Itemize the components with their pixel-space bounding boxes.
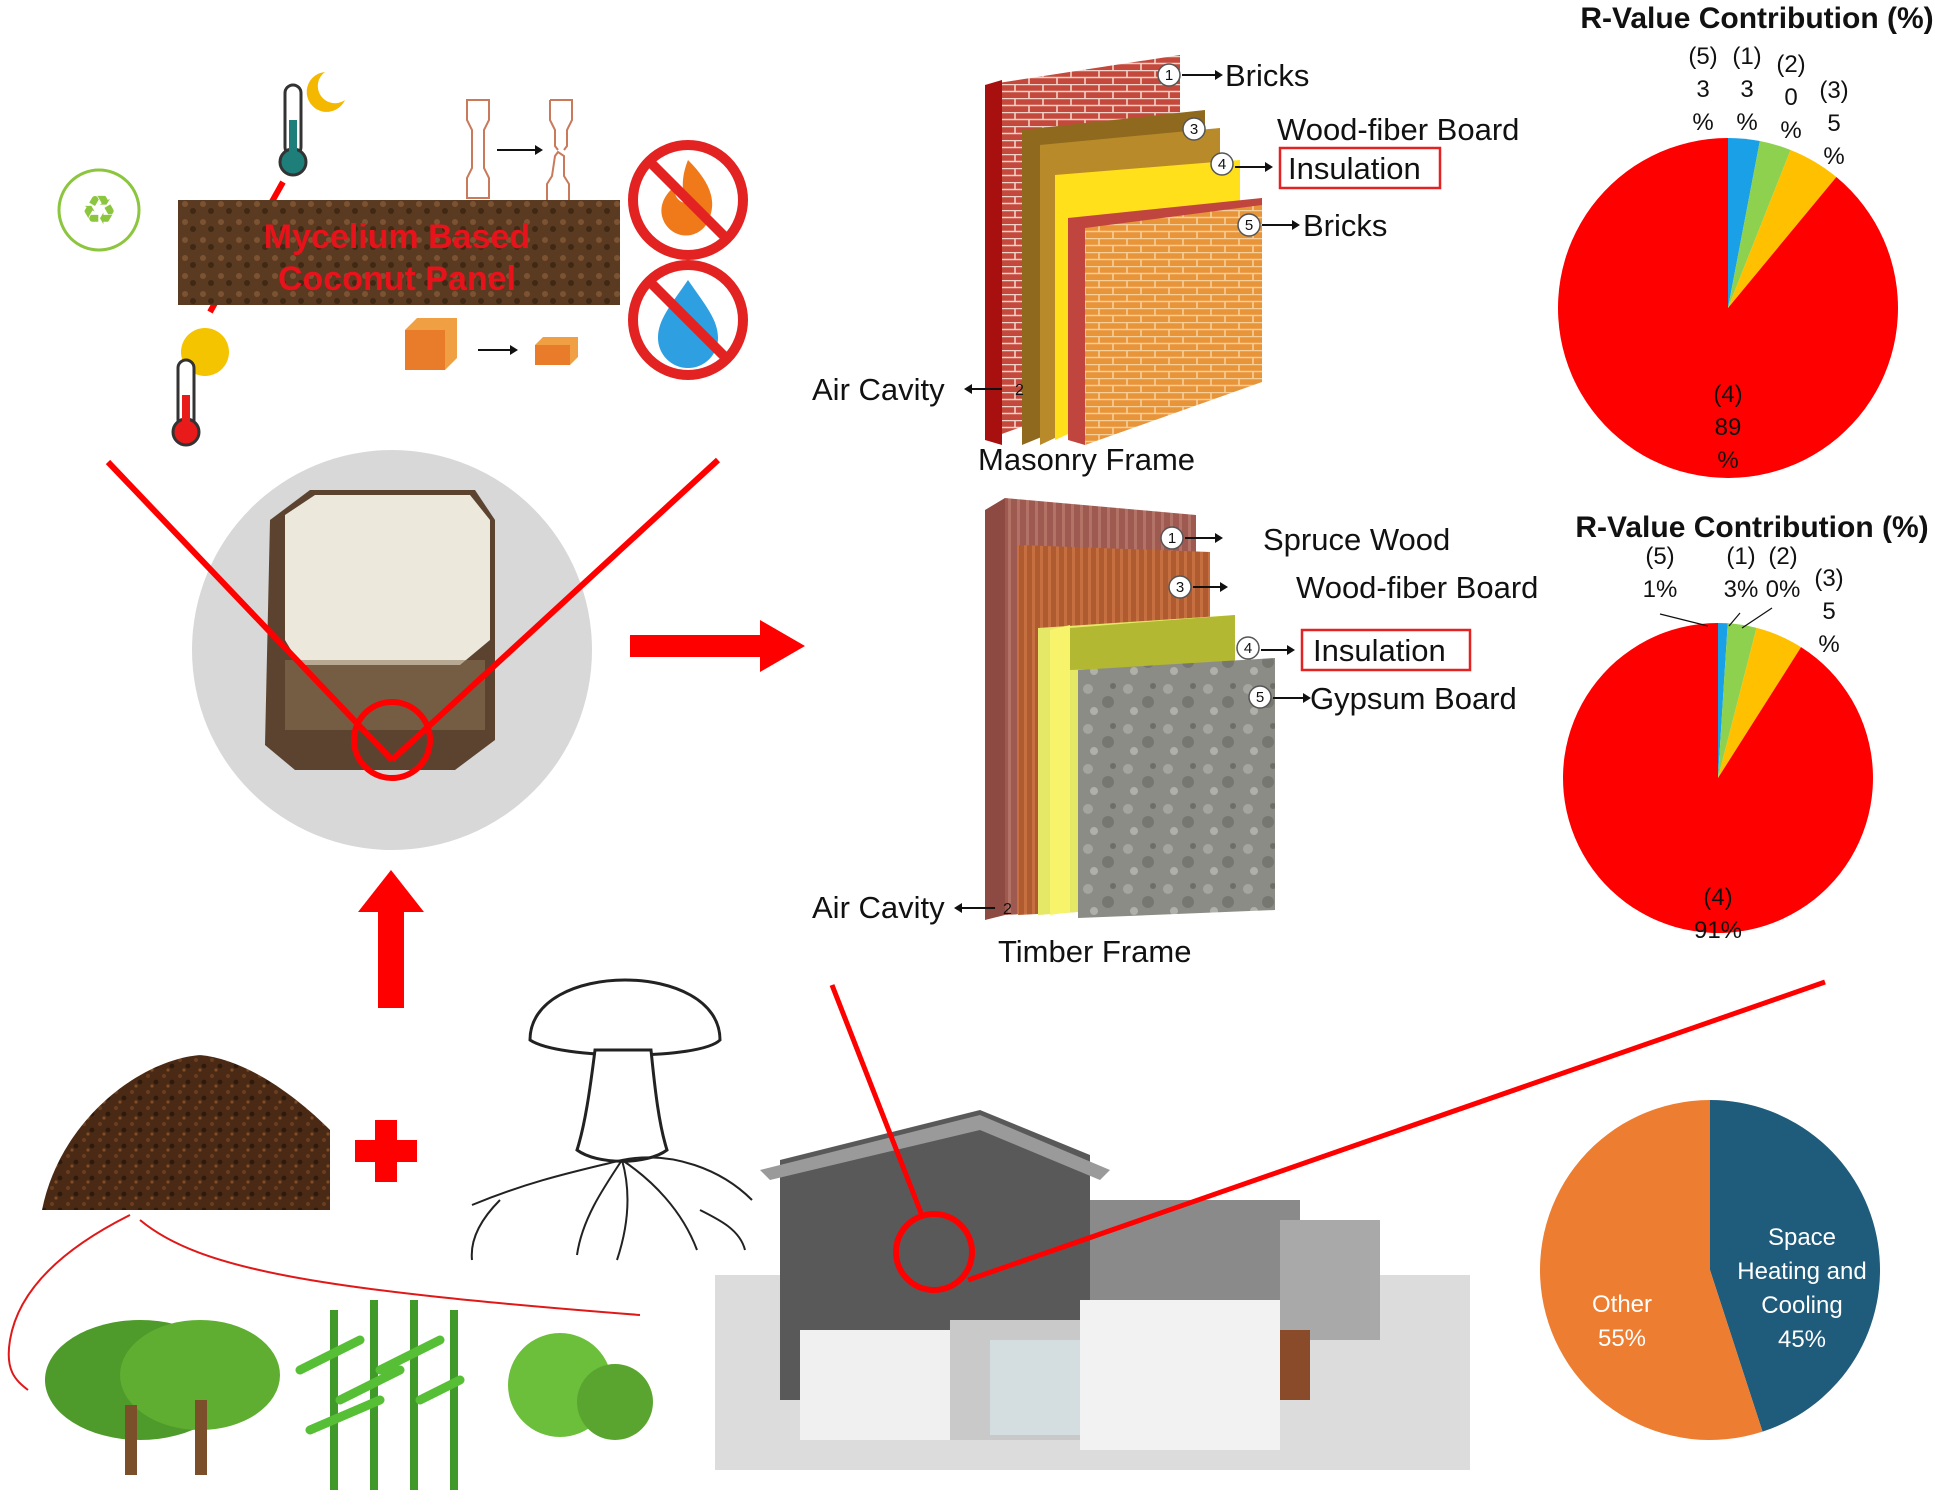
pie-label: (5)1% (1643, 543, 1678, 603)
mycelium-sample-photo (192, 450, 592, 850)
plus-icon (355, 1120, 417, 1182)
panel-title-line2: Coconut Panel (278, 260, 516, 298)
pie-slice (1710, 1100, 1880, 1432)
v-line-right (389, 457, 721, 763)
masonry-label-bricks-inner: Bricks (1303, 208, 1387, 243)
svg-text:1: 1 (1168, 530, 1176, 547)
pie-label: (4)91% (1694, 884, 1742, 944)
coconut-icon (508, 1333, 653, 1440)
pie-slice (1718, 623, 1757, 778)
timber-layer-1-callout: 1 Spruce Wood (1160, 522, 1450, 557)
masonry-wall-section (985, 55, 1262, 445)
timber-layer-5-callout: 5 Gypsum Board (1248, 681, 1517, 716)
pie-chart-masonry: R-Value Contribution (%) (4)89% (5)3% (1)3… (1557, 2, 1934, 478)
timber-wall-section (985, 498, 1275, 920)
masonry-label-wood-fiber: Wood-fiber Board (1277, 112, 1519, 147)
svg-text:1: 1 (1165, 67, 1173, 84)
svg-text:4: 4 (1218, 156, 1226, 173)
chart-title: R-Value Contribution (%) (1580, 2, 1933, 35)
timber-label-gypsum: Gypsum Board (1310, 681, 1517, 716)
masonry-label-insulation: Insulation (1288, 151, 1421, 186)
pie-slice (1539, 1100, 1763, 1440)
no-water-icon (628, 260, 748, 380)
day-thermometer-icon (171, 328, 229, 447)
timber-layer-4-callout: 4 Insulation (1236, 628, 1472, 672)
house-zoom-circle (893, 1211, 975, 1293)
pie-label: (4)89% (1713, 381, 1742, 474)
masonry-layer-2-callout: Air Cavity 2 (812, 372, 1024, 407)
pie-label: (1)3% (1724, 543, 1759, 603)
night-thermometer-icon (278, 72, 345, 177)
corn-icon (295, 1300, 465, 1490)
timber-label-air-cavity: Air Cavity (812, 890, 945, 925)
v-line-left (105, 459, 395, 763)
masonry-layer-4-callout: 4 Insulation (1210, 146, 1442, 190)
timber-label-wood-fiber: Wood-fiber Board (1296, 570, 1538, 605)
masonry-frame-title: Masonry Frame (978, 442, 1195, 477)
svg-text:3: 3 (1190, 121, 1198, 138)
pie-label: (2)0% (1766, 543, 1801, 603)
trees-icon (45, 1320, 280, 1475)
svg-text:5: 5 (1245, 217, 1253, 234)
leader-line (1741, 607, 1773, 629)
coir-pile-icon (42, 1055, 330, 1210)
pie-slice (1728, 138, 1760, 308)
timber-frame-title: Timber Frame (998, 934, 1191, 969)
source-line-right (139, 1219, 641, 1316)
pie-slice (1557, 138, 1898, 478)
pie-chart-timber: R-Value Contribution (%) (4)91% (5)1% (1)3… (1562, 511, 1929, 944)
svg-text:2: 2 (1015, 382, 1024, 399)
zoom-circle (351, 699, 433, 781)
pie-label: (2)0% (1776, 51, 1805, 144)
pie-slice (1718, 623, 1728, 778)
arrow-up-icon (358, 870, 424, 1008)
pie-slice (1718, 627, 1802, 778)
source-line-left (7, 1214, 131, 1391)
svg-text:2: 2 (1003, 901, 1012, 918)
svg-text:3: 3 (1176, 579, 1184, 596)
svg-text:♻: ♻ (81, 189, 117, 233)
pie-label: (3)5% (1819, 77, 1848, 170)
svg-text:4: 4 (1244, 640, 1252, 657)
pie-slice (1728, 141, 1791, 308)
mycelium-panel: Mycelium Based Coconut Panel (178, 200, 620, 305)
leader-line (1728, 612, 1741, 627)
timber-label-spruce: Spruce Wood (1263, 522, 1450, 557)
masonry-label-bricks-outer: Bricks (1225, 58, 1309, 93)
house-line-left (829, 984, 926, 1219)
pie-label: (5)3% (1688, 43, 1717, 136)
timber-layer-3-callout: 3 Wood-fiber Board (1168, 570, 1538, 605)
recycle-icon: ♻ (57, 168, 141, 252)
masonry-label-air-cavity: Air Cavity (812, 372, 945, 407)
timber-layer-2-callout: Air Cavity 2 (812, 890, 1012, 925)
timber-label-insulation: Insulation (1313, 633, 1446, 668)
masonry-layer-1-callout: 1 Bricks (1157, 58, 1309, 93)
pie-slice (1562, 623, 1873, 933)
panel-title-line1: Mycelium Based (264, 218, 530, 256)
mushroom-icon (470, 978, 753, 1261)
svg-text:5: 5 (1256, 689, 1264, 706)
tensile-specimen-icon (466, 99, 573, 205)
brick-shrink-icon (405, 318, 578, 370)
leader-line (1659, 613, 1709, 627)
arrow-right-icon (630, 620, 805, 672)
house-line-right (967, 979, 1826, 1283)
pie-label: (3)5% (1814, 565, 1843, 658)
pie-slice (1728, 149, 1837, 308)
chart-title: R-Value Contribution (%) (1575, 511, 1928, 544)
masonry-layer-5-callout: 5 Bricks (1237, 208, 1387, 243)
no-fire-icon (628, 140, 748, 260)
pie-label: (1)3% (1732, 43, 1761, 136)
house-icon (715, 1110, 1470, 1470)
masonry-layer-3-callout: 3 Wood-fiber Board (1182, 112, 1519, 147)
